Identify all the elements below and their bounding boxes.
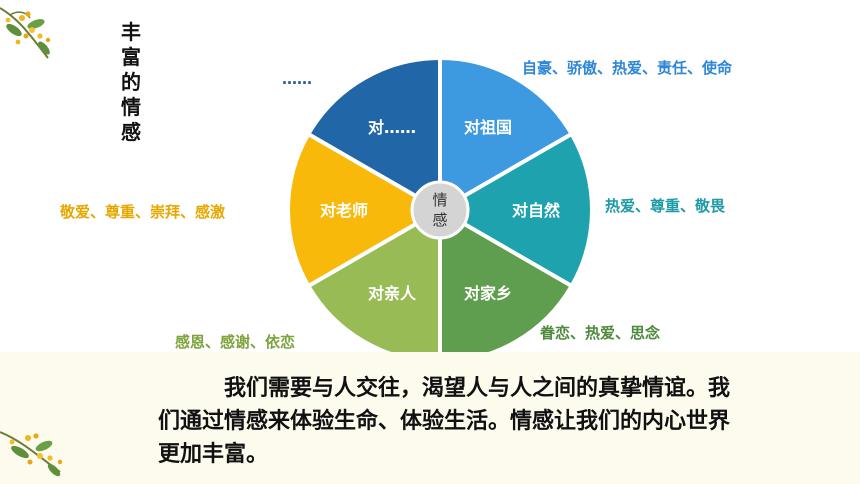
label-nature-feelings: 热爱、尊重、敬畏 [605, 197, 726, 215]
text-band [0, 352, 860, 484]
wheel-center-label: 情 [432, 191, 447, 209]
title-char: 富 [121, 45, 141, 69]
body-paragraph: 我们需要与人交往，渴望人与人之间的真挚情谊。我们通过情感来体验生命、体验生活。情… [158, 372, 748, 471]
wheel-segment-label: 对亲人 [368, 284, 417, 303]
flower-decoration-top-left [0, 7, 51, 59]
title-char: 感 [121, 120, 141, 144]
label-other-feelings: …… [282, 70, 312, 88]
label-motherland-feelings: 自豪、骄傲、热爱、责任、使命 [522, 59, 733, 77]
wheel-segment [305, 55, 442, 214]
title-char: 的 [121, 70, 141, 94]
title-char: 情 [121, 95, 141, 119]
wheel-segment-label: 对…… [368, 118, 416, 137]
label-teacher-feelings: 敬爱、尊重、崇拜、感激 [60, 203, 226, 221]
vertical-title: 丰 富 的 情 感 [118, 20, 144, 145]
flower-decoration-bottom-left [0, 431, 63, 477]
title-char: 丰 [121, 20, 141, 44]
wheel-center [410, 180, 470, 240]
wheel-center-label: 感 [432, 211, 447, 229]
wheel-segment-label: 对祖国 [464, 118, 512, 137]
body-paragraph-text: 我们需要与人交往，渴望人与人之间的真挚情谊。我们通过情感来体验生命、体验生活。情… [158, 375, 731, 467]
wheel-segment-label: 对家乡 [464, 284, 512, 303]
wheel-segment [286, 131, 445, 289]
wheel-segment [435, 131, 594, 289]
label-hometown-feelings: 眷恋、热爱、思念 [540, 324, 661, 342]
wheel-segment-label: 对自然 [512, 201, 560, 220]
wheel-segment-label: 对老师 [320, 201, 368, 220]
wheel-segment [438, 55, 575, 214]
label-family-feelings: 感恩、感谢、依恋 [175, 333, 296, 351]
